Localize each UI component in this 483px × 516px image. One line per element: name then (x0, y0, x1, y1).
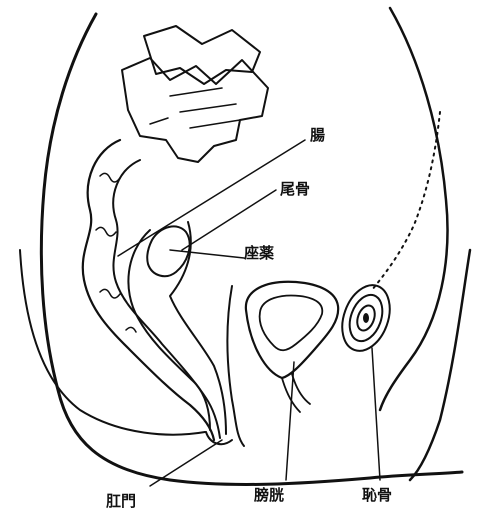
label-intestine: 腸 (310, 126, 325, 144)
abdomen-outline (380, 8, 448, 410)
bladder-inner (260, 296, 323, 351)
label-anus: 肛門 (106, 492, 136, 510)
leader-pubic-bone (372, 348, 380, 480)
label-bladder: 膀胱 (254, 486, 284, 504)
urethra (282, 374, 310, 412)
pubic-bone-core (363, 313, 369, 323)
leader-bladder (286, 362, 294, 480)
leader-intestine (118, 140, 305, 256)
label-suppository: 座薬 (243, 244, 274, 262)
leader-suppository (170, 250, 244, 258)
label-pubic-bone: 恥骨 (362, 486, 392, 504)
label-coccyx: 尾骨 (280, 180, 310, 198)
abdominal-dotted-line (372, 112, 440, 290)
perineal-wall (228, 286, 245, 446)
abdomen-lower-outline (410, 250, 470, 480)
rectum-wall-right (170, 222, 226, 434)
vertebra-upper (144, 26, 260, 84)
leader-anus (150, 440, 222, 486)
leader-coccyx (182, 190, 276, 250)
rectum-wall-left (128, 230, 210, 430)
vertebra-lines (150, 88, 240, 128)
